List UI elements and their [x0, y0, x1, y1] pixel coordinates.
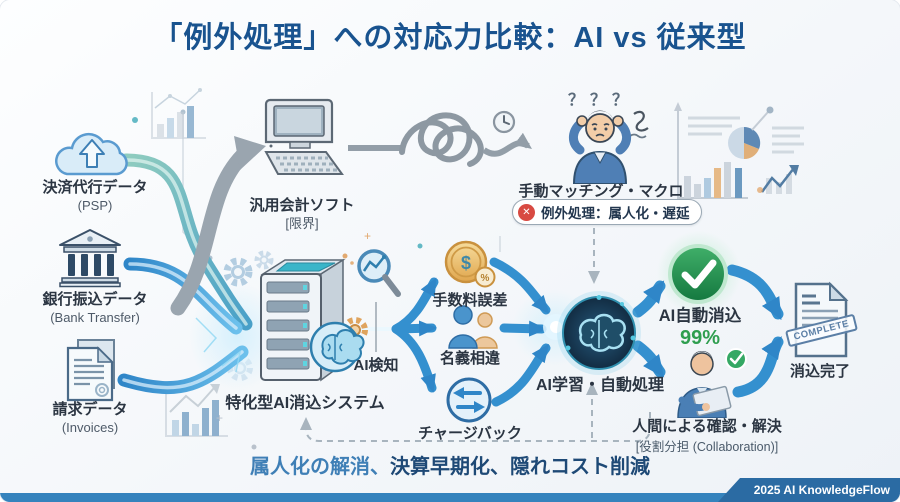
legacy-system-label: 汎用会計ソフト [限界] [238, 196, 366, 232]
footer-credit-ribbon: 2025 AI KnowledgeFlow [718, 478, 900, 502]
legacy-path [348, 112, 533, 167]
human-review-sublabel: [役割分担 (Collaboration)] [635, 440, 779, 454]
confusion-marks: ？？？ [567, 92, 634, 109]
svg-text:+: + [364, 229, 371, 243]
cloud-upload-icon [55, 132, 128, 176]
source-psp-sub: (PSP) [77, 197, 113, 213]
confused-person-icon [569, 110, 649, 184]
decor-chart-bottomleft [165, 384, 228, 437]
legacy-system-sub: [限界] [285, 215, 319, 231]
exception-name-label: 名義相違 [439, 350, 500, 367]
source-psp-label: 決済代行データ (PSP) [12, 178, 178, 214]
ai-auto-label: AI自動消込 [658, 307, 742, 325]
flare-core [550, 321, 562, 333]
source-invoice-title: 請求データ [52, 401, 128, 418]
source-invoice-label: 請求データ (Invoices) [15, 400, 165, 436]
success-check-icon [668, 244, 728, 304]
complete-label: 消込完了 [789, 363, 850, 380]
fee-coin-icon: $ % [444, 240, 496, 288]
ai-learning-label: AI学習・自動処理 [535, 377, 664, 394]
benefits-highlight: 属人化の解消、 [250, 456, 390, 478]
error-badge-text: 例外処理：属人化・遅延 [541, 206, 690, 221]
source-bank-sub: (Bank Transfer) [50, 309, 140, 325]
exception-fee-label: 手数料誤差 [432, 292, 508, 309]
small-check-icon [725, 348, 747, 370]
decor-chart-topleft [151, 88, 206, 139]
manual-matching-label: 手動マッチング・マクロ [518, 183, 684, 200]
legacy-branch-arrow [170, 136, 266, 316]
error-x-icon: ✕ [518, 203, 535, 221]
footer-bar [0, 493, 900, 502]
clock-icon [492, 110, 516, 134]
page-title: 「例外処理」への対応力比較：AI vs 従来型 [153, 22, 747, 54]
percent-glyph: % [481, 273, 490, 284]
benefits-rest: 決算早期化、隠れコスト削減 [390, 456, 650, 478]
magnifier-chart-icon [357, 249, 401, 297]
dollar-glyph: $ [461, 253, 471, 273]
chargeback-icon [446, 377, 492, 423]
invoices-icon [66, 339, 115, 402]
human-review-label: 人間による確認・解決 [632, 418, 782, 435]
source-bank-label: 銀行振込データ (Bank Transfer) [8, 290, 182, 326]
legacy-system-title: 汎用会計ソフト [249, 197, 355, 214]
human-reviewer-icon [677, 348, 747, 418]
legacy-computer-icon [264, 98, 344, 175]
tangle-knot-icon [399, 112, 484, 167]
ai-server-icon [260, 258, 368, 382]
gear-icon [342, 317, 368, 343]
ai-system-label: 特化型AI消込システム [225, 395, 385, 412]
ai-auto-rate: 99% [679, 327, 721, 349]
svg-text:+: + [216, 411, 223, 425]
electric-decor [195, 317, 242, 373]
benefits-line: 属人化の解消、決算早期化、隠れコスト削減 [0, 450, 900, 479]
source-bank-title: 銀行振込データ [42, 291, 148, 308]
exception-chargeback-label: チャージバック [418, 425, 522, 442]
outcome-arrows [632, 264, 784, 398]
dashed-connectors [300, 228, 651, 442]
people-mismatch-icon [448, 305, 498, 349]
exception-error-badge: ✕ 例外処理：属人化・遅延 [512, 199, 702, 225]
exception-merge-arrows [489, 257, 551, 407]
bank-icon [59, 229, 121, 288]
ai-learning-brain-icon [557, 291, 641, 375]
decor-charts-topright [674, 102, 804, 199]
ai-detect-label: AI検知 [353, 357, 399, 374]
source-psp-title: 決済代行データ [42, 179, 148, 196]
source-invoice-sub: (Invoices) [61, 419, 119, 435]
